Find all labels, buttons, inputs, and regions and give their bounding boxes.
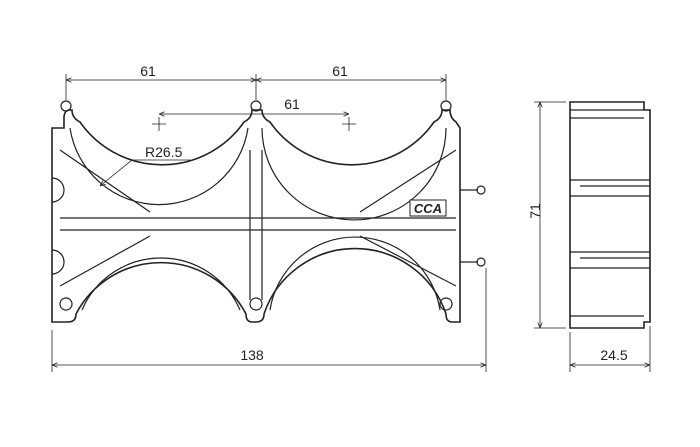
rib-right-1 bbox=[359, 149, 457, 213]
dim-width: 138 bbox=[240, 347, 264, 363]
dim-height: 71 bbox=[527, 203, 543, 219]
dim-inner: 61 bbox=[284, 96, 300, 112]
lower-right-arc bbox=[269, 236, 441, 311]
dim-top-left: 61 bbox=[140, 63, 156, 79]
radius-leader bbox=[100, 159, 190, 186]
left-notch-lower bbox=[51, 249, 65, 275]
logo-text: CCA bbox=[414, 201, 442, 216]
side-view: 71 24.5 bbox=[527, 101, 651, 372]
front-view: CCA bbox=[51, 100, 486, 323]
upper-right-arc bbox=[261, 127, 447, 221]
side-body bbox=[569, 101, 651, 329]
center-mark-right bbox=[342, 117, 356, 131]
rib-right-2 bbox=[359, 235, 457, 287]
hook-bottom-right bbox=[439, 297, 453, 311]
dim-top-right: 61 bbox=[332, 63, 348, 79]
right-pin-lower-head bbox=[476, 257, 486, 267]
right-pin-upper-head bbox=[476, 185, 486, 195]
rib-left-2 bbox=[59, 235, 151, 287]
center-mark-left bbox=[152, 117, 166, 131]
dim-depth: 24.5 bbox=[600, 347, 627, 363]
hook-top-right bbox=[440, 100, 452, 112]
lower-left-arc bbox=[81, 257, 241, 311]
clamp-outline bbox=[51, 109, 461, 323]
cca-logo: CCA bbox=[409, 199, 447, 217]
hook-bottom-center bbox=[249, 297, 263, 311]
hook-top-left bbox=[60, 100, 72, 112]
hook-top-center bbox=[250, 100, 262, 112]
left-notch-upper bbox=[51, 177, 65, 203]
dimensions-front: 61 61 61 R26.5 138 bbox=[51, 63, 487, 372]
dim-radius: R26.5 bbox=[145, 144, 183, 160]
upper-left-arc bbox=[69, 127, 249, 206]
hook-bottom-left bbox=[59, 297, 73, 311]
